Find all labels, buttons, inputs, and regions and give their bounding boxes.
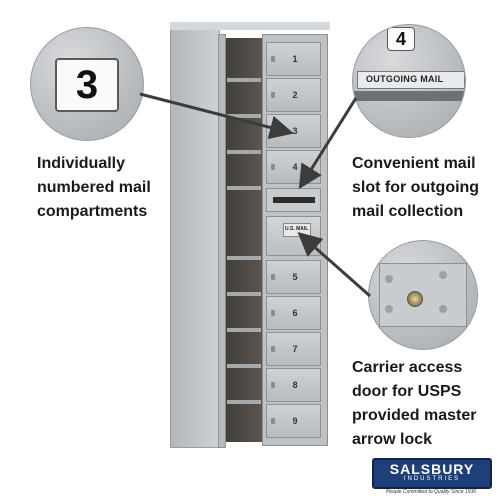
compartment-door-7[interactable]: 7 bbox=[266, 332, 321, 366]
compartment-shelf bbox=[227, 292, 261, 296]
compartment-shelf bbox=[227, 400, 261, 404]
brand-name: SALSBURY bbox=[389, 461, 475, 477]
compartment-shelf bbox=[227, 186, 261, 190]
compartment-shelf bbox=[227, 328, 261, 332]
outgoing-slot-callout: 4 OUTGOING MAIL bbox=[352, 24, 466, 138]
brand-tagline: People Committed to Quality Since 1936 bbox=[385, 489, 477, 495]
door-lock-icon bbox=[271, 346, 275, 352]
outgoing-mail-slot[interactable] bbox=[266, 188, 321, 212]
numbered-compartments-caption: Individually numbered mail compartments bbox=[37, 155, 151, 220]
lock-screw-icon bbox=[439, 305, 447, 313]
salsbury-logo: SALSBURY INDUSTRIES bbox=[372, 458, 492, 489]
door-lock-icon bbox=[271, 310, 275, 316]
arrow-lock-icon bbox=[407, 291, 423, 307]
carrier-access-door[interactable]: U.S. MAIL bbox=[266, 216, 321, 256]
arrow-to-slot bbox=[298, 97, 358, 190]
slot-opening bbox=[273, 197, 315, 203]
compartment-door-1[interactable]: 1 bbox=[266, 42, 321, 76]
compartment-number-tile: 3 bbox=[55, 58, 119, 112]
usps-plate: U.S. MAIL bbox=[283, 223, 311, 237]
open-door-edge bbox=[218, 34, 226, 448]
cabinet-side-panel bbox=[170, 26, 220, 448]
compartment-shelf bbox=[227, 256, 261, 260]
compartment-door-6[interactable]: 6 bbox=[266, 296, 321, 330]
open-door-interior bbox=[223, 38, 263, 442]
door-lock-icon bbox=[271, 92, 275, 98]
compartment-door-8[interactable]: 8 bbox=[266, 368, 321, 402]
cabinet-top bbox=[170, 22, 330, 30]
compartment-door-9[interactable]: 9 bbox=[266, 404, 321, 438]
lock-screw-icon bbox=[385, 305, 393, 313]
door-lock-icon bbox=[271, 274, 275, 280]
outgoing-mail-label: OUTGOING MAIL bbox=[366, 74, 444, 84]
compartment-shelf bbox=[227, 78, 261, 82]
outgoing-mail-plate: OUTGOING MAIL bbox=[357, 71, 465, 89]
door-lock-icon bbox=[271, 128, 275, 134]
door-lock-icon bbox=[271, 56, 275, 62]
compartment-door-2[interactable]: 2 bbox=[266, 78, 321, 112]
lock-screw-icon bbox=[385, 275, 393, 283]
door-lock-icon bbox=[271, 418, 275, 424]
slot-opening bbox=[353, 91, 465, 101]
mail-slot-caption: Convenient mail slot for outgoing mail c… bbox=[352, 155, 480, 220]
number-callout: 3 bbox=[30, 27, 144, 141]
lock-screw-icon bbox=[439, 271, 447, 279]
slot-number-tile: 4 bbox=[387, 27, 415, 51]
compartment-door-4[interactable]: 4 bbox=[266, 150, 321, 184]
cabinet-front-frame bbox=[262, 34, 328, 446]
arrow-to-number bbox=[139, 92, 294, 140]
carrier-door-panel bbox=[379, 263, 467, 327]
carrier-door-caption: Carrier access door for USPS provided ma… bbox=[352, 359, 477, 448]
arrow-to-carrier-lock bbox=[297, 232, 371, 298]
compartment-door-3[interactable]: 3 bbox=[266, 114, 321, 148]
compartment-shelf bbox=[227, 364, 261, 368]
carrier-lock-callout bbox=[368, 240, 478, 350]
brand-subtitle: INDUSTRIES bbox=[403, 476, 461, 482]
door-lock-icon bbox=[271, 382, 275, 388]
compartment-shelf bbox=[227, 114, 261, 118]
compartment-shelf bbox=[227, 150, 261, 154]
door-lock-icon bbox=[271, 164, 275, 170]
compartment-door-5[interactable]: 5 bbox=[266, 260, 321, 294]
